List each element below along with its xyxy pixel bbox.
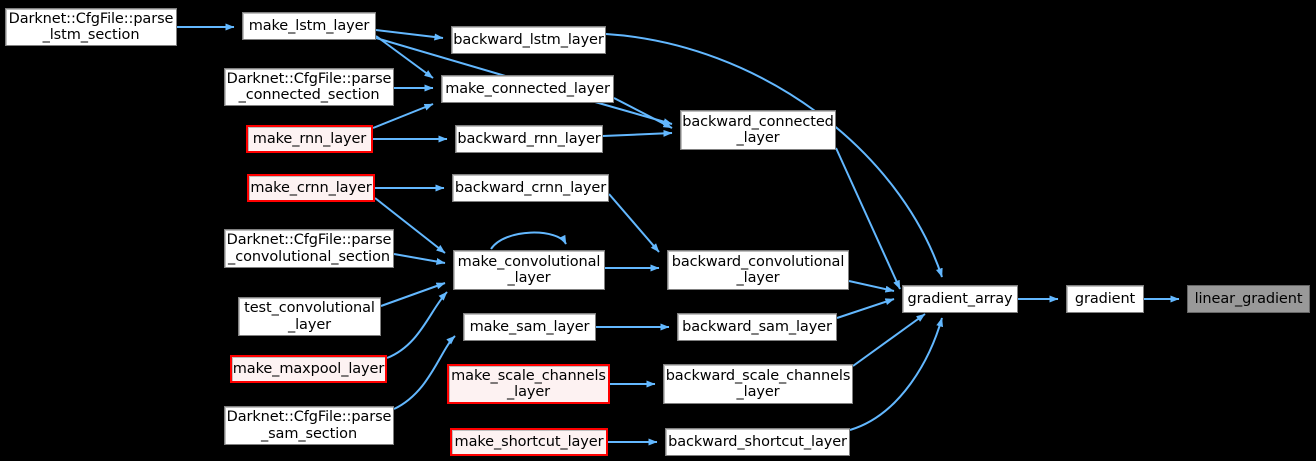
edge-parse_convolutional_section-to-make_convolutional_layer <box>393 253 446 265</box>
node-make_scale_channels_layer[interactable]: make_scale_channels _layer <box>447 364 610 404</box>
edge-make_convolutional_layer-to-make_convolutional_layer <box>490 231 567 250</box>
node-parse_lstm_section[interactable]: Darknet::CfgFile::parse _lstm_section <box>5 8 177 46</box>
node-backward_lstm_layer[interactable]: backward_lstm_layer <box>451 26 606 54</box>
edge-backward_lstm_layer-to-gradient_array <box>605 33 943 278</box>
edge-backward_crnn_layer-to-backward_convolutional_layer <box>608 193 660 253</box>
edge-make_maxpool_layer-to-make_convolutional_layer <box>386 291 448 359</box>
node-gradient[interactable]: gradient <box>1066 285 1144 313</box>
node-make_connected_layer[interactable]: make_connected_layer <box>441 75 614 103</box>
node-make_convolutional_layer[interactable]: make_convolutional _layer <box>453 250 605 290</box>
node-backward_crnn_layer[interactable]: backward_crnn_layer <box>452 174 609 202</box>
edge-make_connected_layer-to-backward_connected_layer <box>613 97 673 129</box>
edge-test_convolutional_layer-to-make_convolutional_layer <box>380 282 446 307</box>
edge-backward_sam_layer-to-gradient_array <box>836 298 895 319</box>
node-backward_connected_layer[interactable]: backward_connected _layer <box>680 110 836 150</box>
node-backward_sam_layer[interactable]: backward_sam_layer <box>677 313 837 341</box>
edge-make_rnn_layer-to-make_connected_layer <box>372 103 434 129</box>
edge-parse_sam_section-to-make_sam_layer <box>393 335 456 410</box>
edge-backward_scale_channels_layer-to-gradient_array <box>852 313 926 367</box>
node-parse_connected_section[interactable]: Darknet::CfgFile::parse _connected_secti… <box>224 68 394 106</box>
edge-backward_convolutional_layer-to-gradient_array <box>848 280 895 293</box>
node-parse_sam_section[interactable]: Darknet::CfgFile::parse _sam_section <box>224 406 394 445</box>
node-make_rnn_layer[interactable]: make_rnn_layer <box>246 125 373 153</box>
node-make_sam_layer[interactable]: make_sam_layer <box>463 313 596 341</box>
node-linear_gradient[interactable]: linear_gradient <box>1187 285 1310 313</box>
node-test_convolutional_layer[interactable]: test_convolutional _layer <box>238 297 381 336</box>
edge-make_lstm_layer-to-backward_lstm_layer <box>375 29 444 41</box>
edge-backward_rnn_layer-to-backward_connected_layer <box>602 129 673 137</box>
node-backward_scale_channels_layer[interactable]: backward_scale_channels _layer <box>663 364 853 404</box>
node-make_lstm_layer[interactable]: make_lstm_layer <box>242 12 376 40</box>
node-make_shortcut_layer[interactable]: make_shortcut_layer <box>450 428 608 456</box>
node-parse_convolutional_section[interactable]: Darknet::CfgFile::parse _convolutional_s… <box>224 229 394 268</box>
node-make_maxpool_layer[interactable]: make_maxpool_layer <box>230 355 387 383</box>
edge-backward_shortcut_layer-to-gradient_array <box>849 317 943 431</box>
node-backward_convolutional_layer[interactable]: backward_convolutional _layer <box>667 250 849 290</box>
node-make_crnn_layer[interactable]: make_crnn_layer <box>247 174 375 202</box>
node-backward_shortcut_layer[interactable]: backward_shortcut_layer <box>665 428 850 456</box>
node-backward_rnn_layer[interactable]: backward_rnn_layer <box>455 125 603 153</box>
node-gradient_array[interactable]: gradient_array <box>902 285 1018 313</box>
